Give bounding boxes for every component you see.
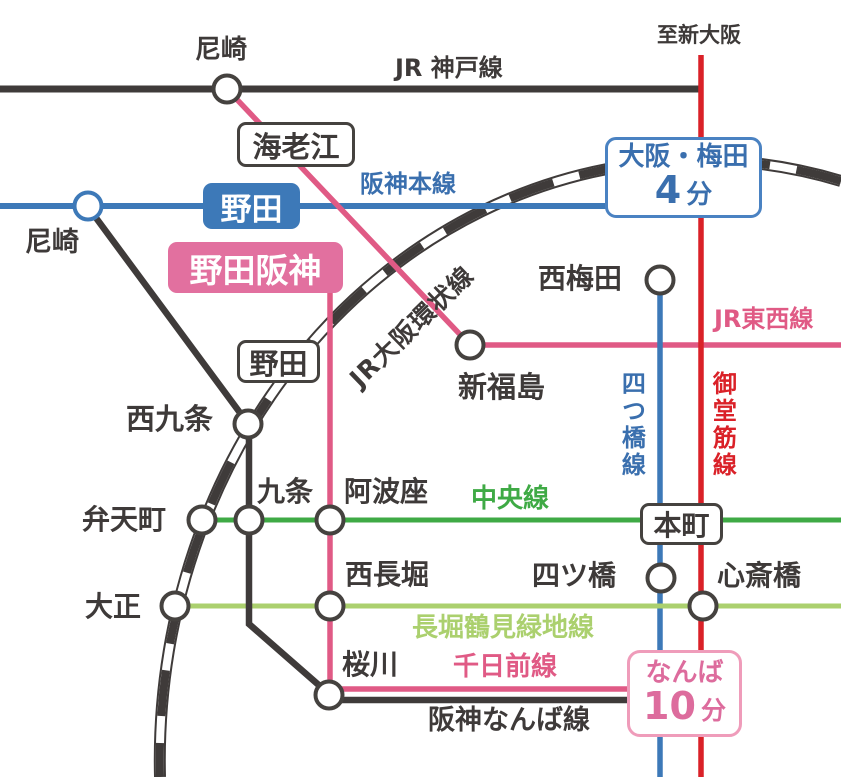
jr-kobe-line-label: JR 神戸線 bbox=[395, 54, 503, 82]
awaza-label: 阿波座 bbox=[344, 475, 429, 508]
station-dot-yotsubashi bbox=[645, 562, 677, 594]
station-dot-awaza bbox=[314, 504, 346, 536]
umeda-travel-time: 4 分 bbox=[654, 168, 713, 213]
umeda-travel-time-value: 4 bbox=[654, 168, 682, 213]
sakuragawa-label: 桜川 bbox=[342, 648, 399, 681]
amagasaki-hanshin-label: 尼崎 bbox=[25, 227, 79, 258]
taisho-label: 大正 bbox=[85, 590, 142, 623]
yotsubashi-station-label: 四ツ橋 bbox=[532, 559, 617, 592]
nodahanshin-station-box: 野田阪神 bbox=[168, 242, 343, 293]
noda-hanshin-station-box: 野田 bbox=[203, 183, 300, 229]
ebie-station-label: 海老江 bbox=[252, 129, 340, 164]
chuo-line-label: 中央線 bbox=[471, 484, 550, 514]
station-dot-kujo bbox=[233, 504, 265, 536]
amagasaki-jr-label: 尼崎 bbox=[195, 35, 248, 65]
umeda-destination-box: 大阪・梅田 4 分 bbox=[605, 137, 762, 218]
noda-hanshin-station-label: 野田 bbox=[220, 191, 283, 228]
kujo-label: 九条 bbox=[257, 475, 314, 508]
bentencho-label: 弁天町 bbox=[82, 503, 167, 536]
hanshin-main-line-label: 阪神本線 bbox=[360, 170, 456, 198]
umeda-destination-name: 大阪・梅田 bbox=[618, 141, 749, 172]
station-dot-shinsaibashi bbox=[687, 590, 719, 622]
station-dot-nishi-nagahori bbox=[314, 590, 346, 622]
nishikujo-label: 西九条 bbox=[126, 402, 214, 436]
station-dot-sakuragawa bbox=[313, 679, 345, 711]
midosuji-line-label: 御堂筋線 bbox=[708, 371, 737, 479]
nodahanshin-station-label: 野田阪神 bbox=[189, 250, 322, 290]
sennichimae-line-label: 千日前線 bbox=[453, 652, 558, 682]
station-dot-amagasaki-hanshin bbox=[72, 190, 104, 222]
namba-destination-name: なんば bbox=[645, 657, 724, 688]
station-dot-bentencho bbox=[186, 504, 218, 536]
hanshin-namba-line-label: 阪神なんば線 bbox=[428, 705, 590, 736]
nishi-nagahori-label: 西長堀 bbox=[345, 558, 430, 591]
station-dot-taisho bbox=[159, 590, 191, 622]
namba-travel-time-unit: 分 bbox=[700, 696, 726, 726]
namba-travel-time: 10 分 bbox=[643, 684, 726, 729]
station-dot-nishi-umeda bbox=[644, 264, 676, 296]
jr-tozai-line-label: JR東西線 bbox=[714, 305, 814, 333]
yotsubashi-line-label: 四つ橋線 bbox=[617, 371, 646, 479]
namba-destination-box: なんば 10 分 bbox=[627, 650, 742, 737]
station-dot-shin-fukushima bbox=[454, 329, 486, 361]
noda-jr-station-box: 野田 bbox=[237, 340, 320, 383]
station-dot-nishikujo bbox=[232, 408, 264, 440]
nagahori-tsurumi-ryokuchi-line-label: 長堀鶴見緑地線 bbox=[412, 613, 595, 643]
namba-travel-time-value: 10 bbox=[643, 684, 696, 729]
umeda-travel-time-unit: 分 bbox=[686, 180, 713, 211]
nishi-umeda-label: 西梅田 bbox=[538, 262, 623, 295]
shin-fukushima-label: 新福島 bbox=[458, 370, 546, 404]
noda-jr-station-label: 野田 bbox=[249, 346, 308, 381]
hommachi-station-label: 本町 bbox=[653, 509, 710, 542]
station-dot-amagasaki-jr bbox=[211, 73, 243, 105]
ebie-station-box: 海老江 bbox=[237, 122, 355, 167]
shinsaibashi-label: 心斎橋 bbox=[717, 559, 802, 592]
to-shin-osaka-label: 至新大阪 bbox=[657, 23, 741, 47]
hommachi-station-box: 本町 bbox=[640, 503, 723, 545]
